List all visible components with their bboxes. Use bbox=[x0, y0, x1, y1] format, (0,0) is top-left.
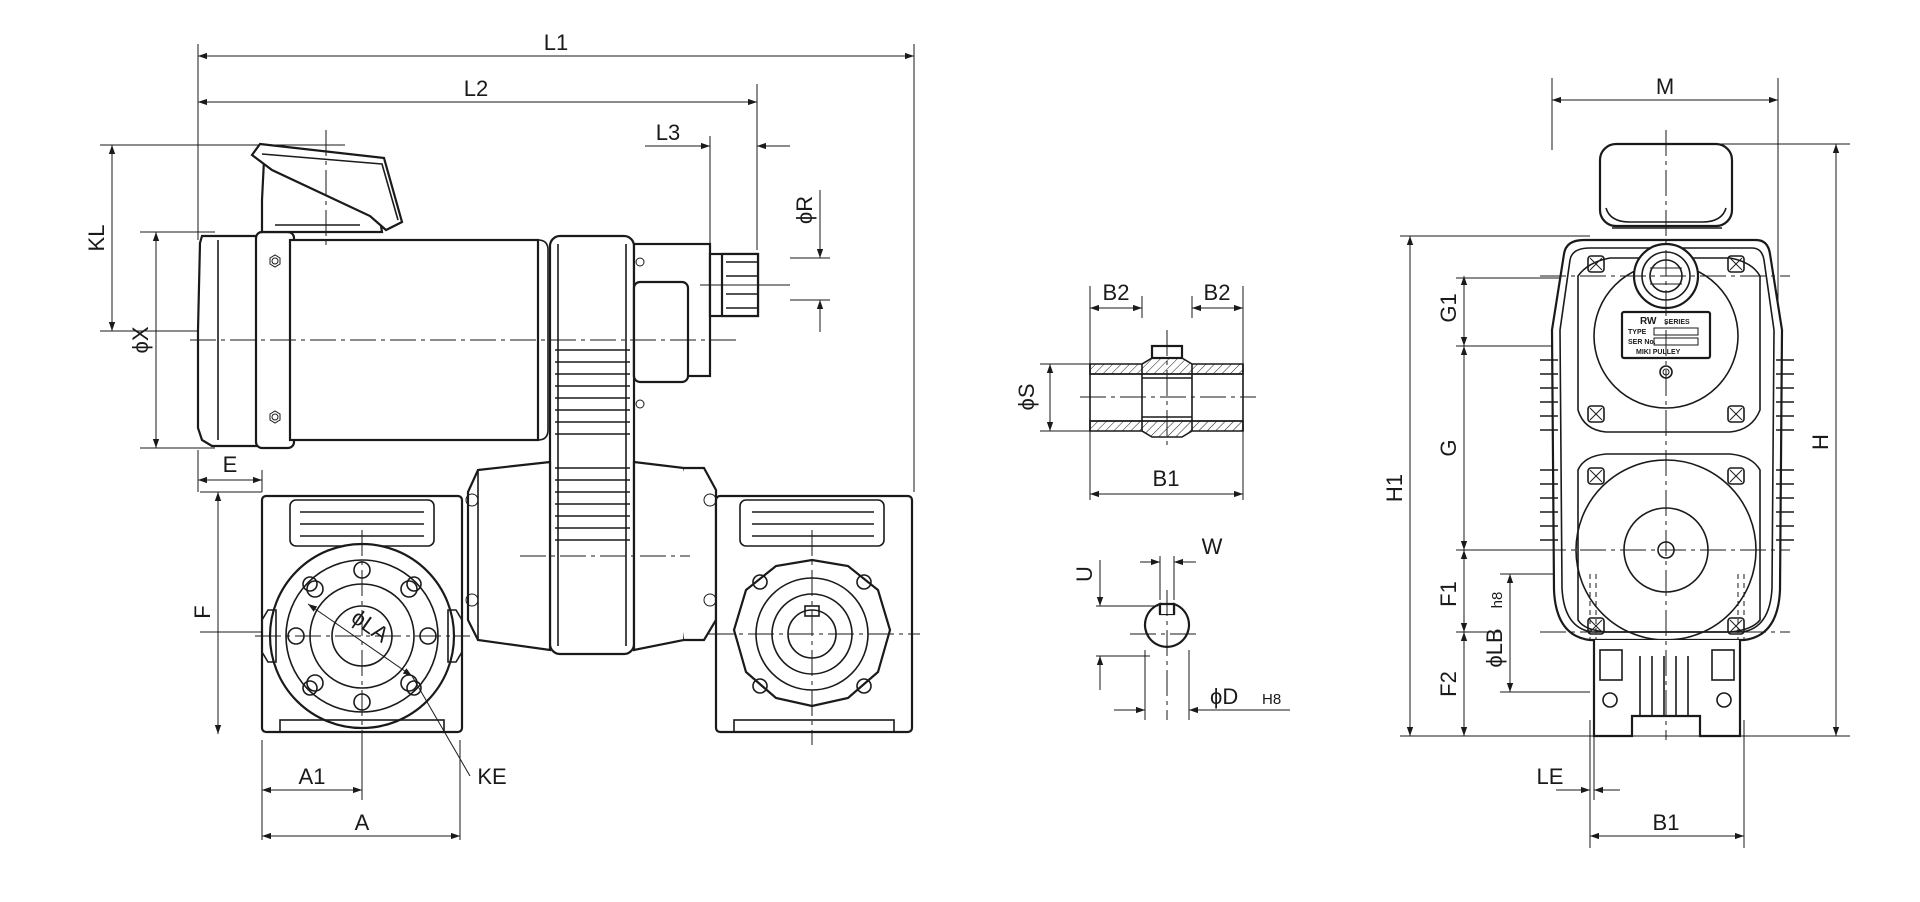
dim-label-l1: L1 bbox=[544, 30, 568, 55]
dim-label-m: M bbox=[1656, 74, 1674, 99]
nameplate-series-code: RW bbox=[1640, 316, 1657, 327]
dim-label-b2-left: B2 bbox=[1103, 280, 1130, 305]
dim-label-a: A bbox=[355, 810, 370, 835]
dim-label-b2-right: B2 bbox=[1204, 280, 1231, 305]
dim-label-kl: KL bbox=[84, 225, 109, 252]
hollow-shaft-body bbox=[1080, 330, 1256, 450]
dim-label-b1-end: B1 bbox=[1653, 810, 1680, 835]
shaft-section: B2 B2 ϕS B1 bbox=[1014, 280, 1256, 500]
reducer-end-body: RW SERIES TYPE SER No. MIKI PULLEY bbox=[1540, 142, 1794, 738]
cooling-fins-lower bbox=[555, 467, 630, 541]
dim-label-x: ϕX bbox=[128, 326, 153, 353]
dim-label-a1: A1 bbox=[299, 764, 326, 789]
dim-label-f2: F2 bbox=[1436, 671, 1461, 697]
worm-gearbox-right bbox=[714, 494, 914, 734]
intermediate-housing bbox=[465, 460, 718, 652]
dim-label-e: E bbox=[223, 452, 238, 477]
dim-label-l2: L2 bbox=[464, 76, 488, 101]
dim-label-l3: L3 bbox=[656, 120, 680, 145]
dimension-lines-side bbox=[108, 52, 914, 840]
dim-label-g: G bbox=[1436, 439, 1461, 456]
dim-label-lb-tolerance: h8 bbox=[1489, 592, 1506, 609]
dim-label-b1-section: B1 bbox=[1153, 466, 1180, 491]
keyway-detail: U W ϕD H8 bbox=[1072, 534, 1290, 720]
dim-label-f: F bbox=[190, 605, 215, 618]
dim-label-r: ϕR bbox=[792, 196, 817, 224]
dim-label-s: ϕS bbox=[1014, 384, 1039, 411]
labels-end: M G1 G H1 H F1 ϕLB h8 F2 LE B1 bbox=[1382, 74, 1833, 835]
mounting-foot bbox=[1592, 640, 1742, 738]
dim-label-ke: KE bbox=[477, 764, 506, 789]
nameplate-maker: MIKI PULLEY bbox=[1636, 349, 1681, 356]
dimension-lines-shaft bbox=[1046, 304, 1243, 498]
end-view: RW SERIES TYPE SER No. MIKI PULLEY bbox=[1382, 74, 1850, 848]
centerlines-side bbox=[190, 130, 920, 745]
dim-label-h1: H1 bbox=[1382, 474, 1407, 502]
fins-right bbox=[1776, 359, 1794, 541]
dim-label-le: LE bbox=[1537, 764, 1564, 789]
side-view: L1 L2 L3 ϕR KL ϕX E F ϕLA KE A1 A bbox=[84, 30, 920, 840]
cooling-fins-upper bbox=[555, 349, 630, 435]
motor bbox=[196, 142, 549, 450]
fins-left bbox=[1540, 359, 1558, 541]
dim-label-h: H bbox=[1808, 434, 1833, 450]
dim-label-d-tolerance: H8 bbox=[1262, 691, 1281, 708]
centerlines-end bbox=[1540, 130, 1790, 740]
dim-label-g1: G1 bbox=[1436, 293, 1461, 322]
dim-label-f1: F1 bbox=[1436, 581, 1461, 607]
dimension-lines-keyway bbox=[1096, 558, 1290, 714]
dimension-lines-end bbox=[1406, 96, 1840, 840]
output-shaft bbox=[700, 252, 790, 318]
nameplate-series-word: SERIES bbox=[1664, 319, 1690, 326]
corner-bolts bbox=[1587, 255, 1745, 635]
dim-label-d: ϕD bbox=[1210, 684, 1238, 709]
nameplate-type-label: TYPE bbox=[1628, 329, 1647, 336]
dim-label-u: U bbox=[1072, 566, 1097, 582]
dim-label-lb: ϕLB bbox=[1482, 628, 1507, 667]
dim-label-w: W bbox=[1202, 534, 1223, 559]
nameplate-serial-label: SER No. bbox=[1628, 339, 1656, 346]
